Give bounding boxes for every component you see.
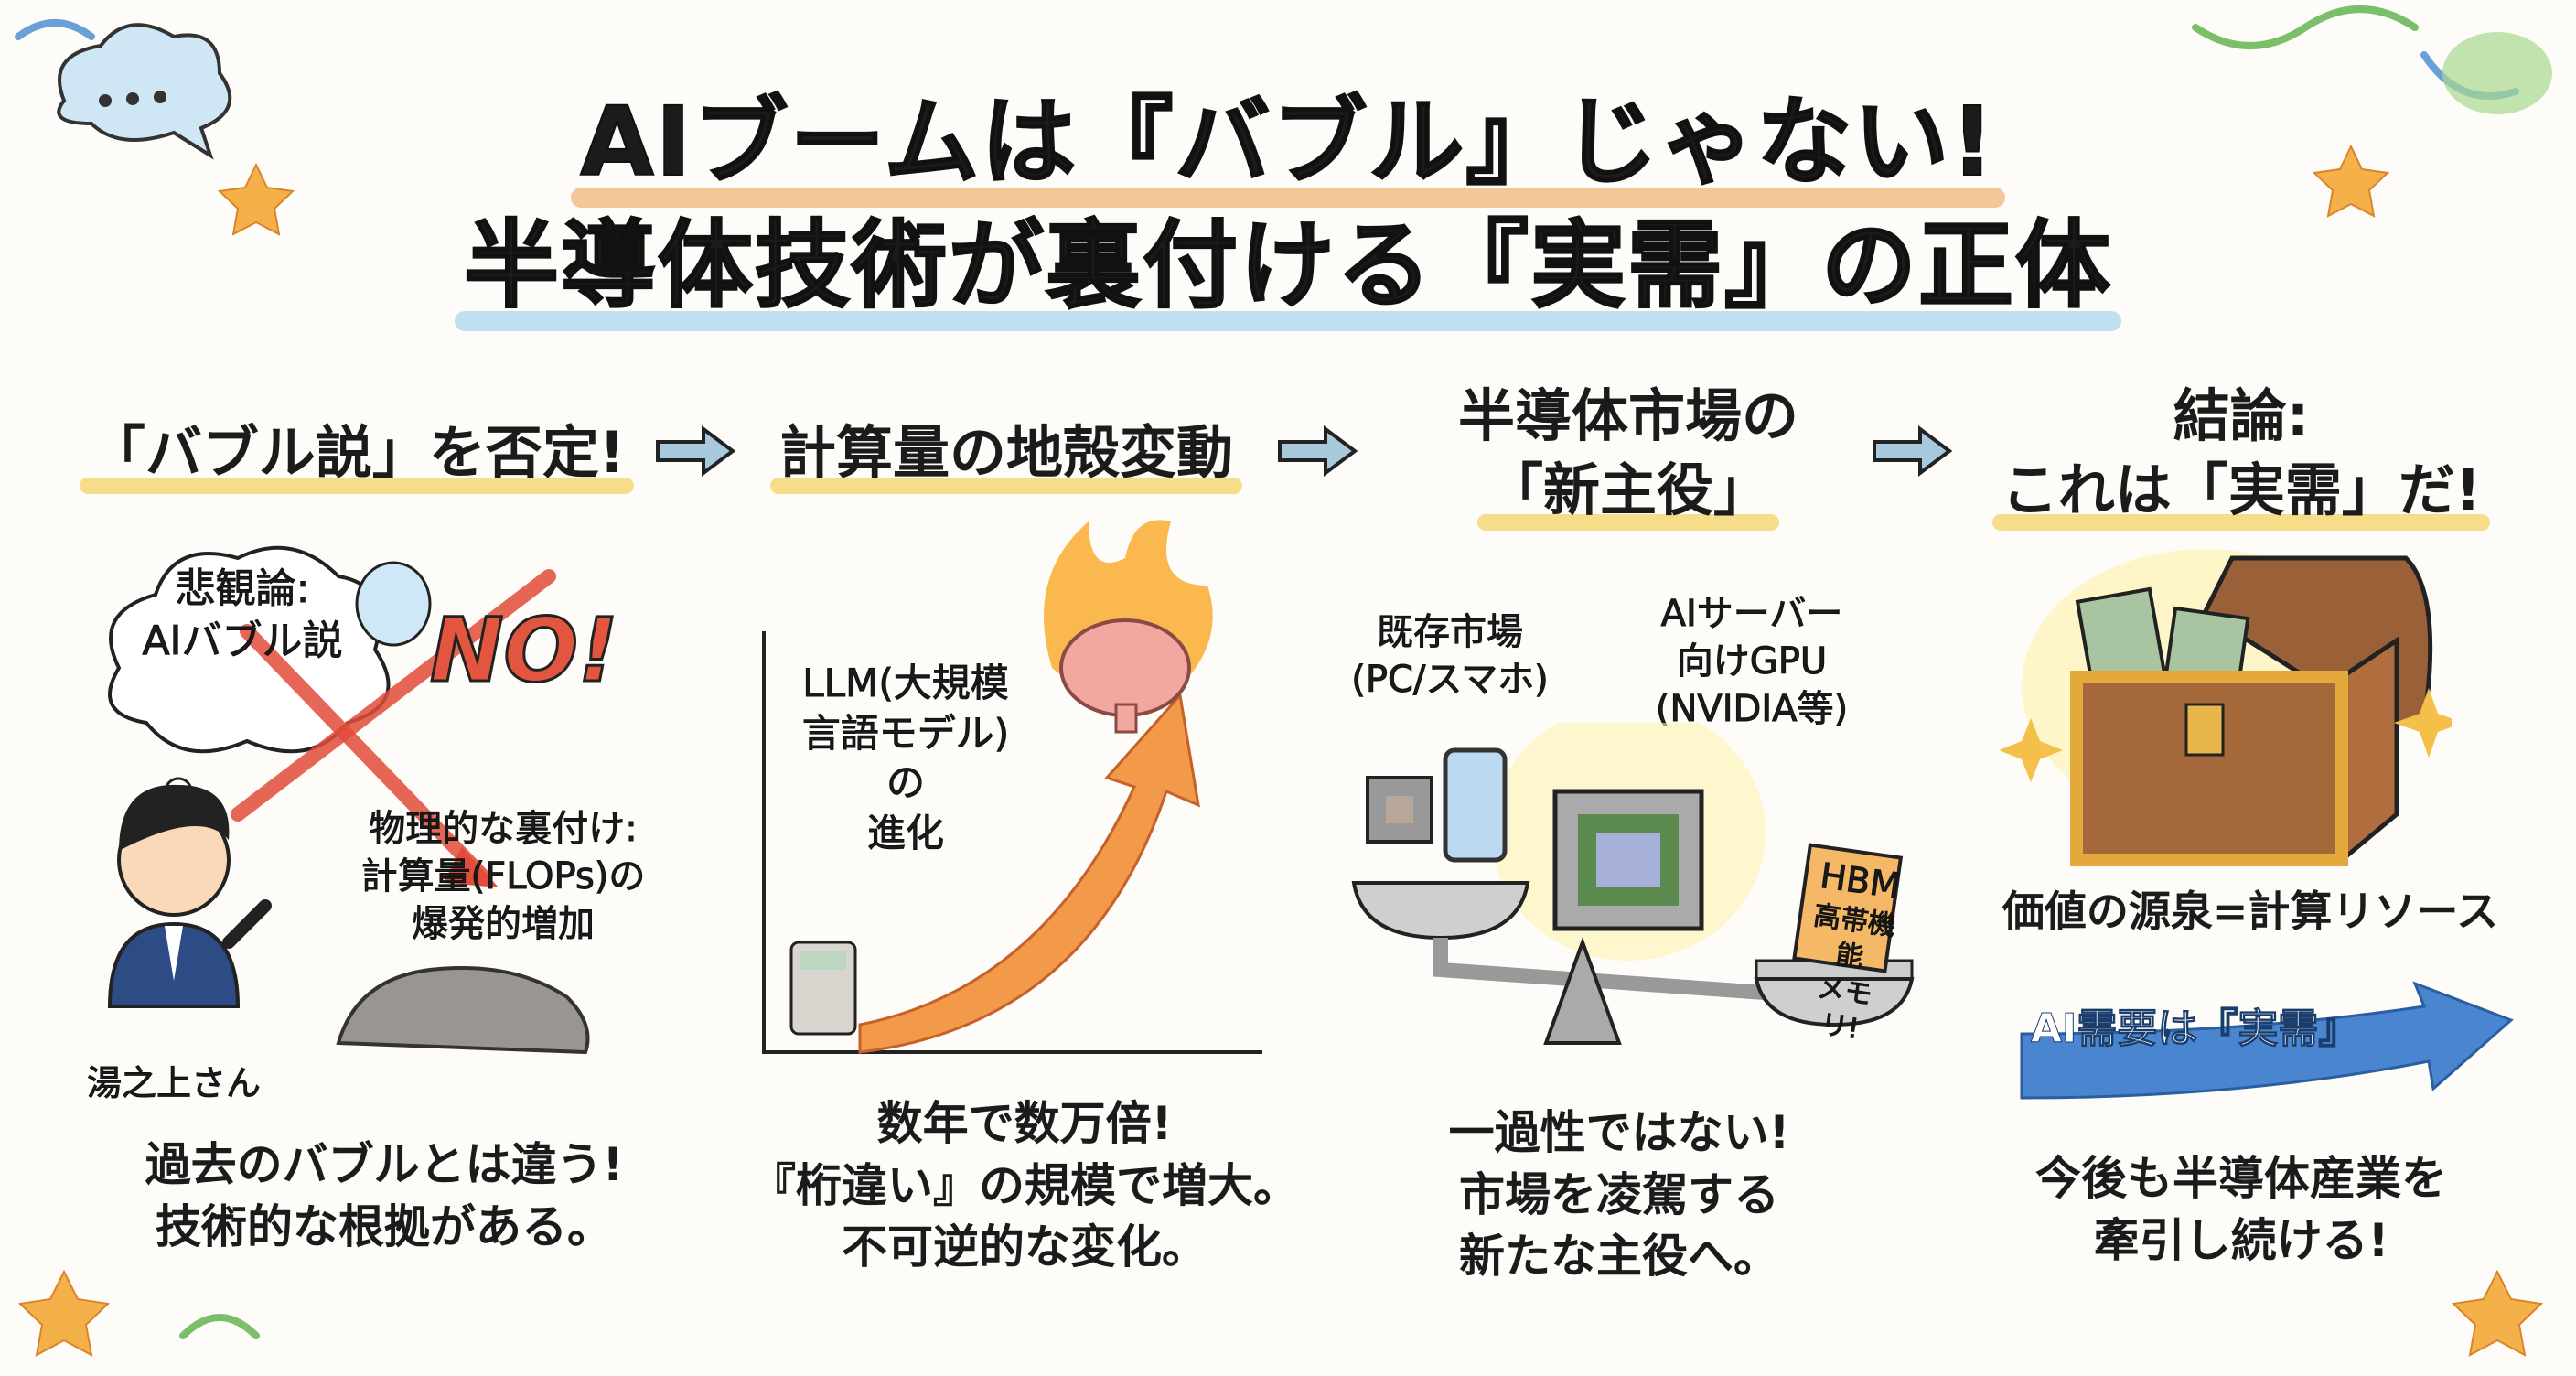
existing-market-label: 既存市場 (PC/スマホ) bbox=[1345, 608, 1555, 704]
title-line-1-text: AIブームは『バブル』じゃない! bbox=[571, 64, 2005, 208]
calculator-icon bbox=[789, 941, 857, 1036]
step-header-4-line-2: これは「実需」だ! bbox=[1991, 454, 2491, 531]
evidence-line-2: 計算量(FLOPs)の bbox=[360, 855, 646, 898]
col2-summary: 数年で数万倍! 『桁違い』の規模で増大。不可逆的な変化。 bbox=[741, 1093, 1308, 1279]
col2-summary-line-2: 『桁違い』の規模で増大。 bbox=[750, 1158, 1299, 1212]
gpu-label-line-1: AIサーバー bbox=[1660, 593, 1843, 636]
col3-summary: 一過性ではない! 市場を凌駕する新たな主役へ。 bbox=[1372, 1102, 1866, 1288]
gpu-chip-icon bbox=[1552, 789, 1704, 931]
growth-arrow-icon bbox=[858, 692, 1200, 1054]
brain-on-fire-icon bbox=[1044, 520, 1213, 734]
existing-market-line-2: (PC/スマホ) bbox=[1351, 659, 1550, 702]
balance-scale-illustration bbox=[1351, 723, 1915, 1045]
gpu-label: AIサーバー向けGPU(NVIDIA等) bbox=[1647, 590, 1857, 733]
col1-illustration bbox=[107, 545, 590, 1055]
title-line-1: AIブームは『バブル』じゃない! bbox=[0, 64, 2576, 208]
arrow-right-icon bbox=[656, 425, 736, 477]
existing-market-line-1: 既存市場 bbox=[1377, 611, 1524, 654]
hbm-chip-icon bbox=[1792, 843, 1904, 973]
no-label: NO! bbox=[429, 598, 620, 704]
col1-summary-line-2: 技術的な根拠がある。 bbox=[156, 1199, 613, 1253]
person-icon bbox=[107, 784, 272, 1008]
step-header-3-line-2: 「新主役」 bbox=[1476, 454, 1780, 531]
cloud-line-2: AIバブル説 bbox=[142, 618, 343, 665]
evidence-line-3: 爆発的増加 bbox=[412, 903, 596, 946]
col3-summary-line-2: 市場を凌駕する bbox=[1459, 1167, 1779, 1221]
person-name: 湯之上さん bbox=[86, 1062, 262, 1103]
title-line-2-text: 半導体技術が裏付ける『実需』の正体 bbox=[454, 188, 2122, 331]
speech-cloud-icon bbox=[57, 23, 232, 160]
step-header-4-line-1: 結論: bbox=[2173, 382, 2310, 449]
col1-summary-line-1: 過去のバブルとは違う! bbox=[145, 1138, 624, 1191]
value-source-text: 価値の源泉=計算リソース bbox=[2002, 887, 2499, 936]
step-header-1: 「バブル説」を否定! bbox=[73, 416, 640, 494]
hbm-label-line-2: 高帯機能 bbox=[1811, 899, 1898, 975]
step-header-3-line-1: 半導体市場の bbox=[1457, 382, 1798, 449]
col4-summary-line-1: 今後も半導体産業を bbox=[2035, 1152, 2447, 1205]
llm-label-line-2: 言語モデル)の bbox=[801, 710, 1010, 806]
step-header-4: 結論:これは「実需」だ! bbox=[1985, 380, 2497, 531]
cpu-chip-icon bbox=[1366, 776, 1433, 844]
llm-label-line-1: LLM(大規模 bbox=[802, 661, 1009, 706]
col3-summary-line-1: 一過性ではない! bbox=[1448, 1106, 1790, 1159]
arrow-right-icon bbox=[1278, 425, 1358, 477]
worry-bubble-icon bbox=[355, 561, 432, 647]
col2-summary-line-3: 不可逆的な変化。 bbox=[842, 1220, 1208, 1274]
col1-summary: 過去のバブルとは違う! 技術的な根拠がある。 bbox=[110, 1134, 659, 1258]
llm-label-line-3: 進化 bbox=[866, 810, 944, 855]
col4-summary: 今後も半導体産業を牽引し続ける! bbox=[1994, 1148, 2488, 1272]
evidence-line-1: 物理的な裏付け: bbox=[369, 808, 638, 851]
cloud-text: 悲観論: AIバブル説 bbox=[137, 563, 348, 667]
title-line-2: 半導体技術が裏付ける『実需』の正体 bbox=[0, 188, 2576, 331]
star-icons bbox=[17, 144, 2544, 1357]
step-header-2: 計算量の地殻変動 bbox=[759, 416, 1253, 494]
step-header-3: 半導体市場の「新主役」 bbox=[1390, 380, 1866, 531]
col4-summary-line-2: 牽引し続ける! bbox=[2093, 1213, 2389, 1267]
growth-chart bbox=[762, 520, 1262, 1054]
step-header-2-text: 計算量の地殻変動 bbox=[769, 416, 1243, 494]
red-x-icon bbox=[231, 569, 556, 822]
cloud-line-1: 悲観論: bbox=[175, 564, 310, 612]
evidence-text: 物理的な裏付け:計算量(FLOPs)の爆発的増加 bbox=[338, 805, 668, 948]
gpu-label-line-2: 向けGPU bbox=[1676, 640, 1828, 683]
col3-summary-line-3: 新たな主役へ。 bbox=[1459, 1230, 1779, 1283]
lock-icon bbox=[2184, 703, 2225, 757]
step-header-1-text: 「バブル説」を否定! bbox=[79, 416, 635, 494]
chart-axes bbox=[762, 631, 1262, 1054]
hbm-label-line-3: メモリ! bbox=[1815, 972, 1874, 1047]
demand-arrow-icon bbox=[2020, 981, 2514, 1100]
smartphone-icon bbox=[1443, 747, 1508, 863]
llm-label: LLM(大規模言語モデル)の進化 bbox=[787, 659, 1025, 858]
col2-summary-line-1: 数年で数万倍! bbox=[876, 1097, 1173, 1150]
treasure-chest-illustration bbox=[1999, 549, 2452, 866]
rock-icon bbox=[336, 966, 590, 1055]
arrow-right-icon bbox=[1873, 425, 1953, 477]
value-source: 価値の源泉=計算リソース bbox=[1994, 878, 2506, 939]
demand-arrow-label: AI需要は『実需』 bbox=[2030, 1005, 2359, 1053]
